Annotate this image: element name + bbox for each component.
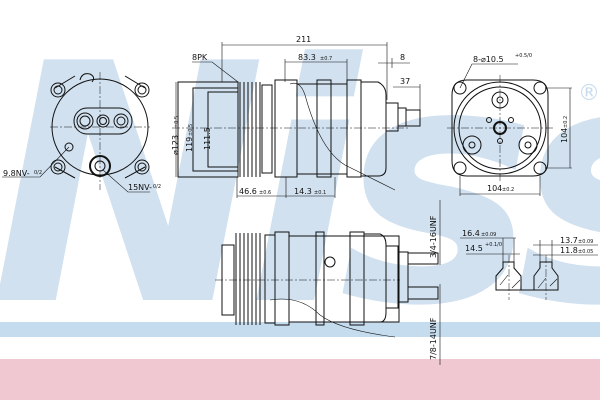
label-9-8nv-tol: 0/2 bbox=[34, 170, 42, 176]
dim-83-3: 83.3 bbox=[298, 53, 316, 62]
dim-119-tol: ±0.5 bbox=[188, 124, 194, 136]
port-sections: 16.4 ±0.09 14.5 +0.1/0 13.7 ±0.09 11.8 ±… bbox=[460, 229, 598, 300]
dim-119: 119 bbox=[185, 137, 194, 152]
dim-dia-123: ⌀123 bbox=[171, 135, 180, 155]
pink-band bbox=[0, 359, 600, 400]
registered-mark: ® bbox=[578, 81, 600, 106]
label-9-8nv: 9.8NV- bbox=[3, 169, 30, 178]
dim-height-104: 104 bbox=[560, 128, 569, 143]
dim-16-4: 16.4 bbox=[462, 229, 480, 238]
dim-16-4-tol: ±0.09 bbox=[481, 232, 496, 238]
dim-width-104: 104 bbox=[487, 184, 502, 193]
dim-13-7: 13.7 bbox=[560, 236, 578, 245]
dim-holes: 8-⌀10.5 bbox=[473, 55, 504, 64]
dim-46-6: 46.6 bbox=[239, 187, 257, 196]
dim-111-5: 111.5 bbox=[203, 127, 212, 150]
side-view-bottom: 3/4-16UNF 7/8-14UNF bbox=[215, 200, 441, 365]
thread-3-4-16unf: 3/4-16UNF bbox=[429, 215, 438, 258]
belt-8pk: 8PK bbox=[192, 53, 208, 62]
dim-13-7-tol: ±0.09 bbox=[578, 239, 593, 245]
dim-width-104-tol: ±0.2 bbox=[502, 187, 514, 193]
blue-band bbox=[0, 322, 600, 337]
front-view-left: 9.8NV- 0/2 15NV- 0/2 bbox=[2, 72, 161, 193]
dim-14-3: 14.3 bbox=[294, 187, 312, 196]
dim-211: 211 bbox=[296, 35, 311, 44]
dim-11-8: 11.8 bbox=[560, 246, 578, 255]
dim-holes-tol: +0.5/0 bbox=[515, 53, 532, 59]
dim-37: 37 bbox=[400, 77, 410, 86]
label-15nv-tol: 0/2 bbox=[153, 184, 161, 190]
dim-14-3-tol: ±0.1 bbox=[314, 190, 326, 196]
dim-83-3-tol: ±0.7 bbox=[320, 56, 332, 62]
dim-46-6-tol: ±0.6 bbox=[259, 190, 271, 196]
dim-dia-123-tol: ±0.5 bbox=[174, 116, 180, 128]
label-15nv: 15NV- bbox=[128, 183, 152, 192]
dim-8: 8 bbox=[400, 53, 405, 62]
thread-7-8-14unf: 7/8-14UNF bbox=[429, 317, 438, 360]
side-view: 211 83.3 ±0.7 8 37 8PK ⌀123 ±0.5 119 ±0.… bbox=[171, 35, 421, 198]
dim-height-104-tol: ±0.2 bbox=[563, 116, 569, 128]
rear-view-right: 8-⌀10.5 +0.5/0 104 ±0.2 104 ±0.2 bbox=[447, 53, 572, 196]
dim-14-5: 14.5 bbox=[465, 244, 483, 253]
dim-14-5-tol: +0.1/0 bbox=[485, 242, 502, 248]
dim-11-8-tol: ±0.05 bbox=[578, 249, 593, 255]
